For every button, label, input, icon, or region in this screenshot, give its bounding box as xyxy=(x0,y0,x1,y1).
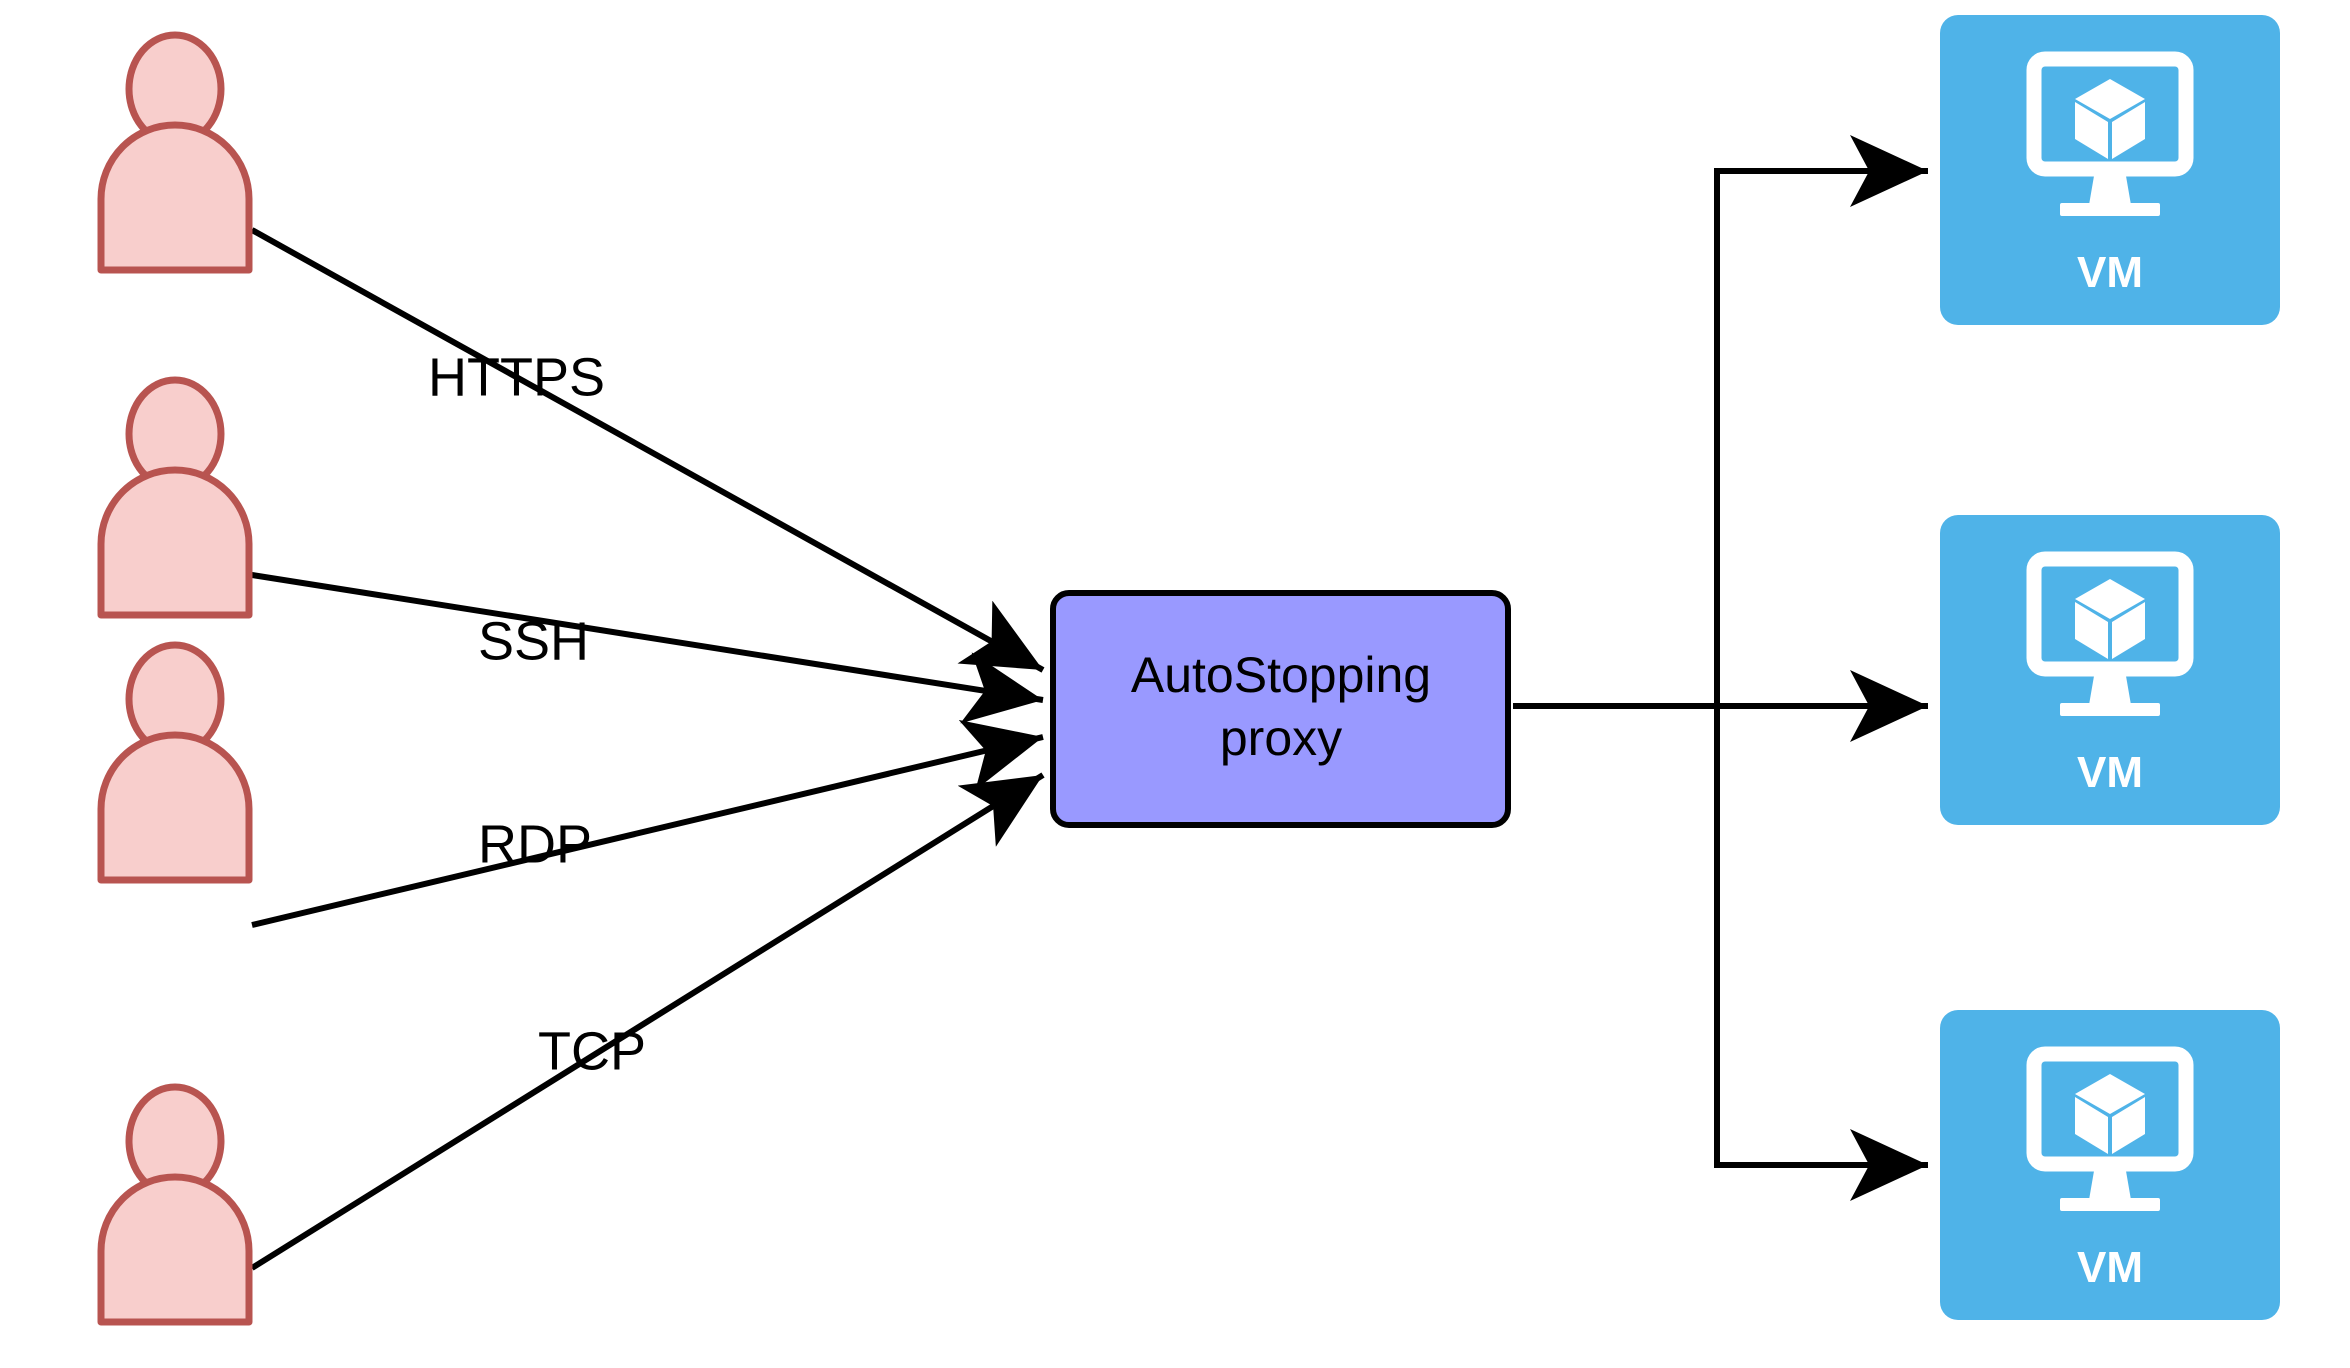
connector-tcp xyxy=(250,772,1045,1271)
proxy-label-line2: proxy xyxy=(1220,710,1342,766)
autostopping-proxy-node[interactable]: AutoStopping proxy xyxy=(1050,590,1511,828)
user-icon xyxy=(101,380,249,615)
inbound-connectors xyxy=(250,227,1045,1271)
user-icon xyxy=(101,35,249,270)
vm-tile-3[interactable]: VM xyxy=(1940,1010,2280,1320)
vm-label: VM xyxy=(2077,248,2143,297)
user-icon xyxy=(101,1087,249,1322)
user-icon xyxy=(101,645,249,880)
vm-tile-2[interactable]: VM xyxy=(1940,515,2280,825)
proxy-label-line1: AutoStopping xyxy=(1131,647,1431,703)
edge-label-rdp: RDP xyxy=(478,814,592,874)
vm-label: VM xyxy=(2077,1243,2143,1292)
vm-label: VM xyxy=(2077,748,2143,797)
connector-https xyxy=(250,227,1045,673)
connector-proxy-vm3 xyxy=(1714,706,1928,1201)
vm-group: VM VM VM xyxy=(1940,15,2280,1320)
actor-group xyxy=(101,35,249,1322)
connector-rdp xyxy=(251,720,1044,928)
user-actor-2[interactable] xyxy=(101,380,249,615)
user-actor-3[interactable] xyxy=(101,645,249,880)
connector-ssh xyxy=(251,572,1044,724)
proxy-box xyxy=(1050,590,1511,828)
outbound-connectors xyxy=(1513,135,1928,1201)
edge-label-ssh: SSH xyxy=(478,611,589,671)
user-actor-4[interactable] xyxy=(101,1087,249,1322)
edge-label-https: HTTPS xyxy=(428,347,605,407)
connector-proxy-vm1 xyxy=(1513,135,1928,709)
vm-tile-1[interactable]: VM xyxy=(1940,15,2280,325)
edge-label-tcp: TCP xyxy=(538,1021,646,1081)
user-actor-1[interactable] xyxy=(101,35,249,270)
protocol-labels: HTTPS SSH RDP TCP xyxy=(428,347,646,1081)
